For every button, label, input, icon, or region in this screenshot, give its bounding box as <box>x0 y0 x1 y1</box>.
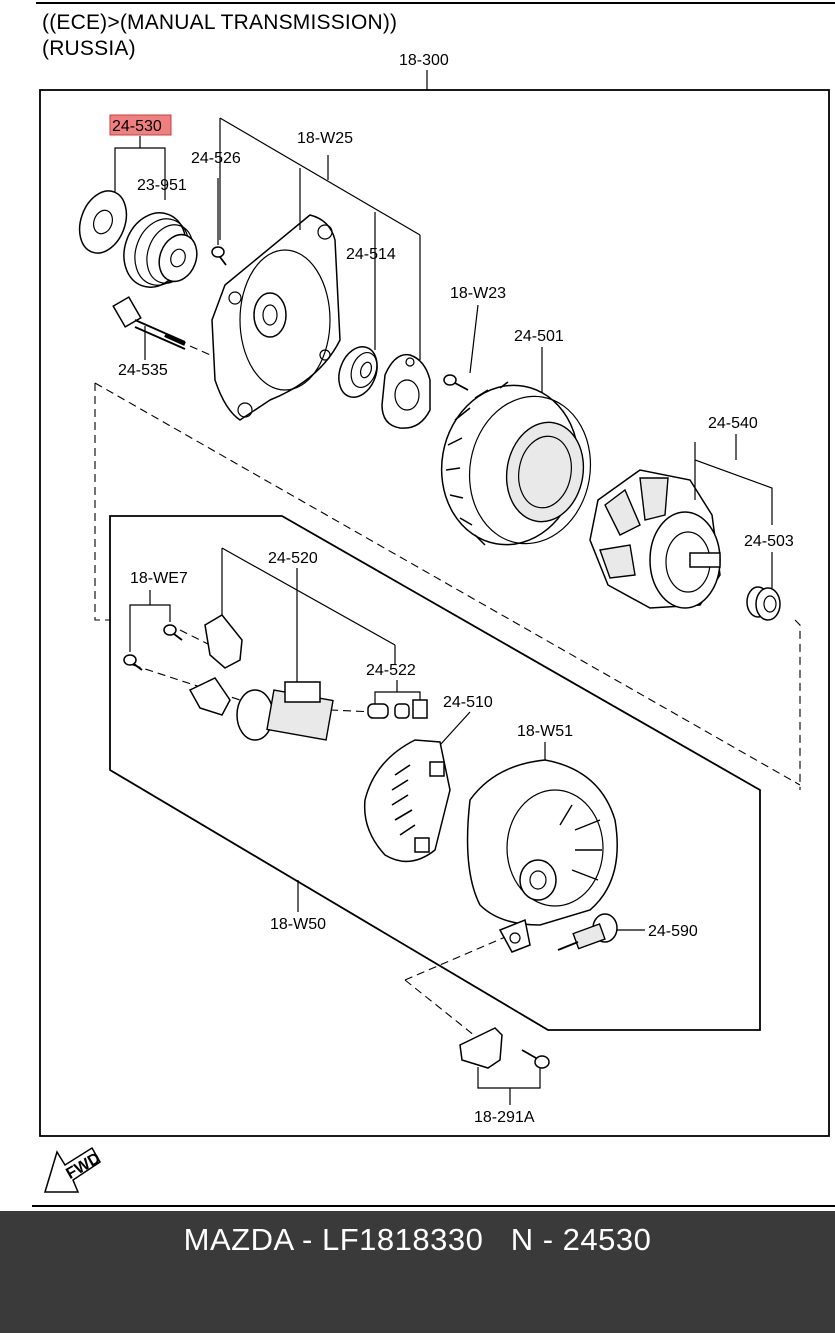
screw-part-24-526 <box>211 246 227 266</box>
stator-part <box>440 381 592 546</box>
callout-24-530: 24-530 <box>112 118 162 135</box>
callout-18-W51: 18-W51 <box>517 723 573 740</box>
pulley-cover-part <box>78 190 128 254</box>
callout-18-291A: 18-291A <box>474 1109 535 1126</box>
exploded-view-diagram: FWD 18-300 24-530 24-526 18-W25 23-951 2… <box>39 52 830 1193</box>
rectifier-part <box>363 739 451 863</box>
retainer-plate-part <box>381 353 431 429</box>
footer-bar <box>0 1211 835 1333</box>
through-bolt-part <box>112 296 216 358</box>
screw-part-18-W23 <box>443 374 469 391</box>
callout-24-522: 24-522 <box>366 662 416 679</box>
callout-18-W50: 18-W50 <box>270 916 326 933</box>
callout-24-510: 24-510 <box>443 694 493 711</box>
header-line-1: ((ECE)>(MANUAL TRANSMISSION)) <box>42 11 398 34</box>
rear-bearing-part <box>746 586 781 621</box>
assembly-frame <box>39 89 830 1137</box>
callout-24-535: 24-535 <box>118 362 168 379</box>
terminal-part <box>557 913 618 951</box>
brush-holder-part <box>188 614 334 741</box>
callout-24-503: 24-503 <box>744 533 794 550</box>
callout-24-501: 24-501 <box>514 328 564 345</box>
callout-18-W23: 18-W23 <box>450 285 506 302</box>
callout-24-590: 24-590 <box>648 923 698 940</box>
callout-18-WE7: 18-WE7 <box>130 570 188 587</box>
screw-part-18-WE7 <box>123 624 183 671</box>
bottom-rule <box>32 1205 835 1207</box>
callout-24-520: 24-520 <box>268 550 318 567</box>
rear-housing-part <box>466 759 618 953</box>
callout-24-514: 24-514 <box>346 246 396 263</box>
top-rule <box>36 2 835 4</box>
callout-24-540: 24-540 <box>708 415 758 432</box>
pulley-part <box>123 212 198 288</box>
header-line-2: (RUSSIA) <box>42 37 136 60</box>
callout-24-526: 24-526 <box>191 150 241 167</box>
front-housing-part <box>211 214 341 421</box>
callout-18-W25: 18-W25 <box>297 130 353 147</box>
bearing-part <box>338 346 378 398</box>
highlight-box-24-530 <box>109 114 172 136</box>
fwd-arrow-icon: FWD <box>43 1146 103 1193</box>
regulator-assembly-outline <box>109 515 761 1031</box>
rotor-part <box>589 469 721 609</box>
callout-23-951: 23-951 <box>137 177 187 194</box>
bracket-part <box>459 1027 550 1069</box>
part-number-caption: MAZDA - LF1818330 N - 24530 <box>183 1222 652 1257</box>
brushes-part <box>367 699 428 719</box>
callout-18-300: 18-300 <box>399 52 449 69</box>
